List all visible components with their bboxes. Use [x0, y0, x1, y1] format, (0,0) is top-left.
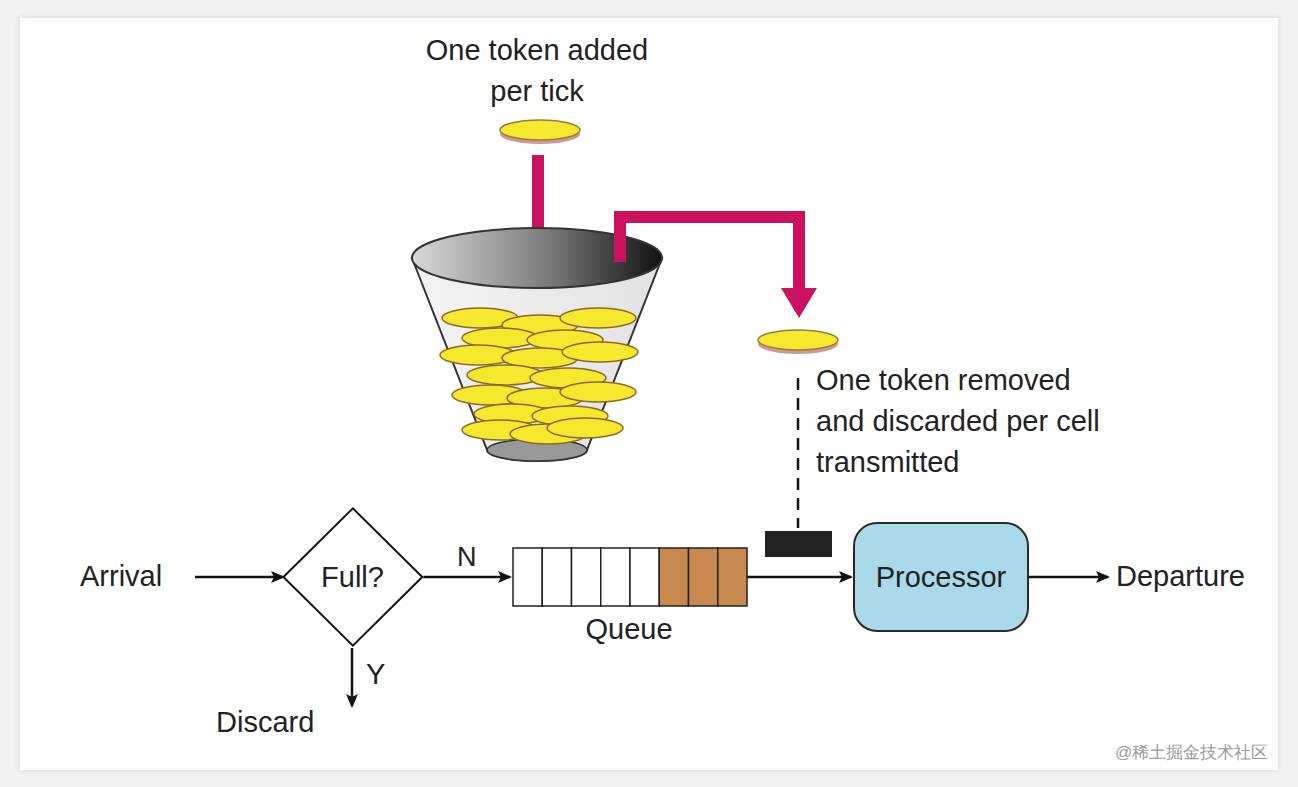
edge-label: N: [455, 542, 479, 573]
dashed-leader: [797, 378, 800, 528]
coin: [560, 308, 636, 328]
flow-arrow: [746, 576, 851, 579]
arrival-arrow: [195, 576, 283, 579]
branch-label: Y: [366, 654, 385, 695]
bucket-coins: [440, 308, 638, 444]
node-text: Queue: [585, 613, 672, 646]
add-arrow: [532, 155, 544, 237]
note-text: One token removed and discarded per cell…: [816, 360, 1106, 484]
departure-arrow: [1029, 576, 1108, 579]
queue-cells: Queue: [512, 547, 746, 607]
flow-label: Discard: [216, 702, 314, 743]
flow-label: Arrival: [80, 556, 162, 597]
queue-slots: [512, 547, 746, 607]
node-text: Processor: [876, 561, 1007, 594]
frame: [20, 18, 1278, 770]
flow-label: Departure: [1116, 556, 1245, 597]
node-text: Full?: [321, 561, 384, 594]
coin: [758, 330, 838, 350]
coin: [500, 120, 580, 140]
remove-arrow-head: [781, 288, 817, 318]
coin: [562, 342, 638, 362]
coin: [547, 418, 623, 438]
token-block: [765, 531, 832, 557]
process-box: Processor: [853, 522, 1029, 632]
coin: [560, 382, 636, 402]
remove-arrow: [620, 217, 799, 290]
watermark: @稀土掘金技术社区: [1115, 741, 1268, 765]
discard-arrow: [351, 648, 354, 706]
flow-arrow: [423, 576, 510, 579]
note-text: One token added per tick: [417, 30, 657, 112]
decision-diamond: Full?: [282, 507, 424, 647]
